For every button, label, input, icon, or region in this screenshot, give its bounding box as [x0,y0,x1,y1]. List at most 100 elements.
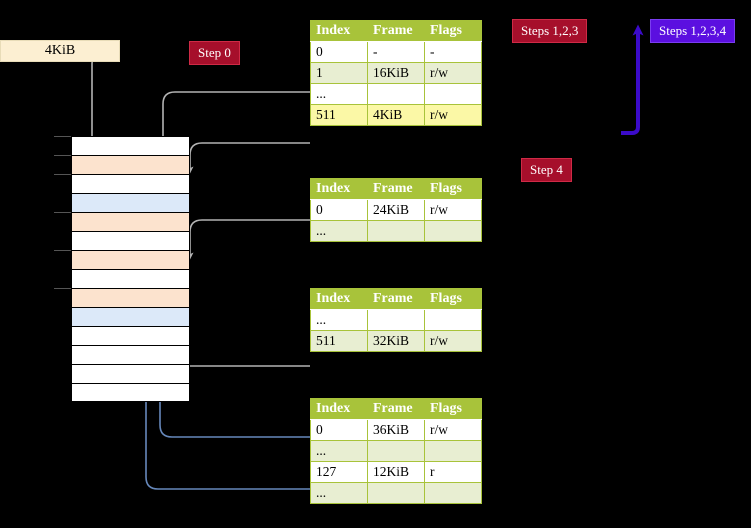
column-header-index: Index [310,178,368,200]
badge-steps-123: Steps 1,2,3 [512,19,588,43]
memory-row-tick [54,174,71,175]
physical-memory-column [54,136,190,414]
column-header-frame: Frame [367,20,425,42]
cell-flags: r [424,461,482,483]
memory-frame-row [71,174,190,193]
cell-flags [424,482,482,504]
cell-flags: r/w [424,419,482,441]
table-row: ... [310,309,482,331]
memory-frame-row [71,364,190,383]
cell-index: ... [310,440,368,462]
cell-frame: 12KiB [367,461,425,483]
cell-frame: 4KiB [367,104,425,126]
memory-frame-row [71,250,190,269]
badge-step-4: Step 4 [521,158,572,182]
cell-frame: 16KiB [367,62,425,84]
cell-flags: r/w [424,330,482,352]
cell-index: 511 [310,330,368,352]
table-row: 0-- [310,41,482,63]
column-header-flags: Flags [424,178,482,200]
memory-frame-row [71,155,190,174]
table-row: ... [310,220,482,242]
column-header-frame: Frame [367,288,425,310]
memory-frame-row [71,288,190,307]
badge-steps-1234: Steps 1,2,3,4 [650,19,736,43]
cell-flags [424,440,482,462]
badge-step-0: Step 0 [189,41,240,65]
column-header-flags: Flags [424,288,482,310]
cell-frame [367,220,425,242]
cell-frame [367,83,425,105]
cell-index: 1 [310,62,368,84]
wire-pdpt-to-memory [186,219,310,260]
wire-memory-to-pd [174,306,310,367]
memory-row-tick [54,212,71,213]
memory-frame-row [71,231,190,250]
memory-row-tick [54,155,71,156]
cell-index: 511 [310,104,368,126]
cell-flags: r/w [424,104,482,126]
cell-frame [367,309,425,331]
table-header-row: Index Frame Flags [310,178,482,200]
column-header-flags: Flags [424,398,482,420]
memory-frame-row [71,136,190,155]
table-row: ... [310,83,482,105]
page-size-block: 4KiB [0,40,120,62]
cell-flags [424,220,482,242]
page-size-label: 4KiB [44,43,76,58]
column-header-index: Index [310,398,368,420]
table-header-row: Index Frame Flags [310,20,482,42]
memory-frame-row [71,326,190,345]
cell-frame: 36KiB [367,419,425,441]
cell-flags: r/w [424,199,482,221]
column-header-frame: Frame [367,178,425,200]
memory-frame-row [71,212,190,231]
column-header-frame: Frame [367,398,425,420]
table-header-row: Index Frame Flags [310,398,482,420]
cell-flags: r/w [424,62,482,84]
wire-memory-to-pml4 [186,142,310,174]
cell-frame: - [367,41,425,63]
cell-index: 0 [310,199,368,221]
memory-frame-row [71,269,190,288]
memory-frame-row [71,345,190,364]
column-header-index: Index [310,20,368,42]
cell-flags [424,83,482,105]
cell-frame [367,482,425,504]
cell-frame: 32KiB [367,330,425,352]
table-header-row: Index Frame Flags [310,288,482,310]
cell-index: 0 [310,419,368,441]
wire-steps-bracket [621,24,644,135]
column-header-flags: Flags [424,20,482,42]
cell-frame [367,440,425,462]
cell-index: 127 [310,461,368,483]
cell-index: ... [310,482,368,504]
cell-index: ... [310,83,368,105]
memory-row-tick [54,136,71,137]
table-row: ... [310,440,482,462]
memory-frame-row [71,193,190,212]
memory-row-tick [54,288,71,289]
cell-index: ... [310,220,368,242]
memory-row-tick [54,250,71,251]
table-row: ... [310,482,482,504]
memory-frame-row [71,383,190,402]
cell-index: ... [310,309,368,331]
cell-frame: 24KiB [367,199,425,221]
cell-flags: - [424,41,482,63]
memory-frame-row [71,307,190,326]
